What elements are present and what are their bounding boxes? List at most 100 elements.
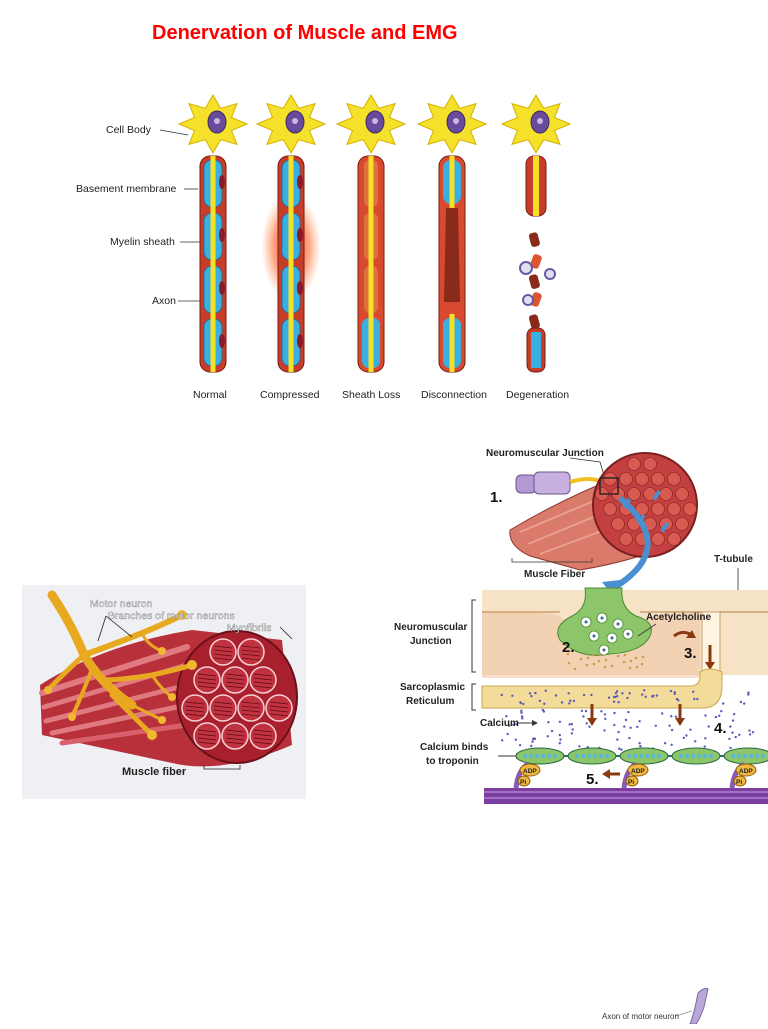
- bottom-axon-fragment: Axon of motor neuron: [590, 985, 720, 1025]
- myosin-filament: [484, 788, 768, 804]
- calcium-ion: [617, 730, 620, 734]
- pi-label: Pi: [628, 779, 634, 786]
- adp-badge: [627, 763, 649, 777]
- calcium-ion: [623, 725, 626, 728]
- calcium-ion: [689, 728, 692, 731]
- calcium-ion: [515, 723, 518, 726]
- calcium-ion: [626, 696, 629, 700]
- myofibril-circle: [643, 457, 657, 471]
- calcium-ion: [567, 692, 570, 695]
- calcium-ion: [729, 725, 732, 728]
- label-t-tubule: T-tubule: [714, 554, 753, 565]
- step-1: 1.: [490, 489, 503, 506]
- calcium-ion: [616, 738, 619, 741]
- myofibril: [181, 694, 209, 722]
- calcium-ion: [546, 735, 549, 738]
- calcium-ion: [600, 710, 603, 713]
- calcium-ion: [643, 689, 646, 692]
- myofibril-circle: [635, 472, 649, 486]
- calcium-ion: [694, 740, 697, 743]
- calcium-ion: [751, 731, 755, 734]
- caption-disconnection: Disconnection: [421, 389, 487, 401]
- calcium-ion: [613, 723, 616, 727]
- myofibril-circle: [611, 517, 625, 531]
- calcium-ion: [530, 744, 533, 748]
- debris-fragment: [528, 232, 540, 247]
- calcium-ion: [522, 702, 525, 706]
- calcium-ion: [743, 702, 746, 705]
- calcium-ion: [543, 702, 546, 705]
- label-calcium: Calcium: [480, 718, 519, 729]
- myofibril: [193, 722, 221, 750]
- ach-molecule: [567, 661, 571, 665]
- calcium-ion: [636, 725, 639, 729]
- axon-core-normal: [210, 156, 216, 372]
- calcium-ion: [747, 691, 750, 694]
- label-basement-membrane: Basement membrane: [76, 183, 177, 195]
- step-4: 4.: [714, 720, 727, 737]
- calcium-ion: [720, 710, 723, 713]
- calcium-ion: [607, 696, 611, 699]
- calcium-ion: [748, 733, 752, 736]
- calcium-ion: [614, 692, 618, 695]
- calcium-ion: [558, 720, 562, 723]
- calcium-ion: [518, 744, 522, 747]
- ach-molecule: [566, 652, 570, 656]
- myofibril-circle: [627, 457, 641, 471]
- label-muscle-fiber-nmj: Muscle Fiber: [524, 569, 585, 580]
- label-calcium-binds-1: Calcium binds: [420, 742, 489, 753]
- axon-core-compressed: [288, 156, 294, 372]
- calcium-ion: [718, 714, 721, 717]
- calcium-ion: [588, 725, 591, 728]
- calcium-ion: [627, 710, 630, 714]
- ach-molecule: [603, 665, 607, 669]
- myofibril-circle: [675, 487, 689, 501]
- troponin-actin-filament: [515, 747, 768, 765]
- calcium-ion: [639, 745, 642, 748]
- label-calcium-binds-2: to troponin: [426, 756, 479, 767]
- calcium-ion: [570, 722, 573, 726]
- myofibril: [209, 638, 237, 666]
- calcium-ion: [582, 693, 586, 697]
- nerve-sheath-loss: [335, 94, 407, 373]
- myofibril-circle: [667, 472, 681, 486]
- myofibril: [221, 666, 249, 694]
- calcium-ion: [505, 715, 508, 718]
- calcium-ion: [572, 699, 576, 703]
- adp-label: ADP: [739, 768, 753, 775]
- calcium-ion: [714, 715, 718, 719]
- calcium-ion: [521, 717, 524, 720]
- calcium-ion: [707, 725, 710, 728]
- calcium-ion: [644, 695, 647, 698]
- calcium-ion: [617, 701, 620, 704]
- calcium-ion: [628, 692, 631, 695]
- calcium-ion: [550, 729, 554, 733]
- calcium-ion: [641, 693, 644, 696]
- caption-normal: Normal: [193, 389, 227, 401]
- macrophage: [519, 261, 533, 275]
- ach-molecule: [640, 662, 644, 666]
- calcium-ion: [569, 699, 572, 702]
- nerve-stages-svg: Cell Body Basement membrane Myelin sheat…: [76, 94, 572, 401]
- ach-molecule: [586, 656, 590, 660]
- myofibril-circle: [627, 487, 641, 501]
- nerve-normal: [177, 94, 249, 373]
- label-motor-neuron: Motor neuron: [90, 598, 153, 610]
- calcium-ion: [618, 747, 621, 750]
- ach-molecule: [616, 654, 620, 658]
- nerve-terminals: [44, 610, 197, 740]
- calcium-ion: [685, 734, 688, 737]
- calcium-ion: [570, 732, 574, 735]
- calcium-ion: [568, 723, 571, 726]
- myofibril-circle: [667, 532, 681, 546]
- troponin-complex: [619, 747, 669, 765]
- calcium-ion: [612, 695, 616, 699]
- calcium-ion: [629, 726, 632, 729]
- step-2: 2.: [562, 639, 575, 656]
- calcium-ion: [528, 692, 532, 695]
- calcium-ion: [584, 709, 588, 713]
- myofibril: [193, 666, 221, 694]
- ach-molecule: [579, 657, 583, 661]
- debris-fragment: [528, 314, 540, 329]
- calcium-ion: [534, 691, 537, 695]
